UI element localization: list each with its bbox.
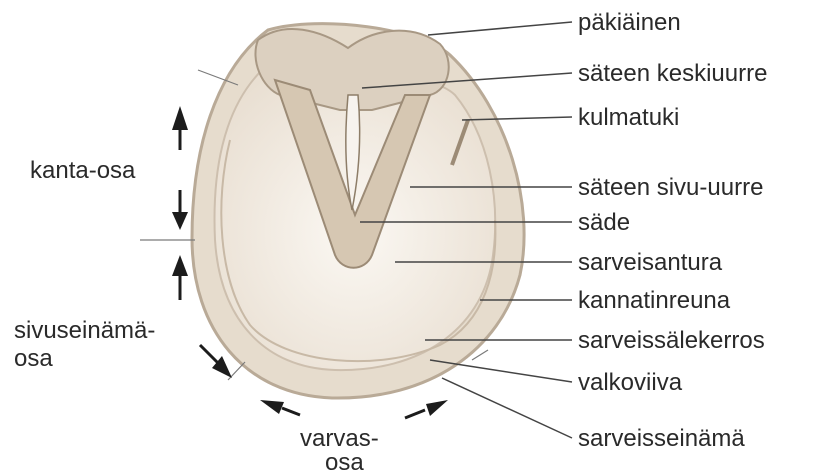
label-white-line: valkoviiva	[578, 369, 683, 396]
label-sole: sarveisantura	[578, 249, 723, 276]
label-hoof-wall: sarveisseinämä	[578, 425, 745, 452]
label-collateral-groove: säteen sivu-uurre	[578, 174, 763, 201]
label-bearing-edge: kannatinreuna	[578, 287, 731, 314]
label-side-wall-line1: sivuseinämä-	[14, 317, 155, 344]
label-laminar-layer: sarveissälekerros	[578, 327, 765, 354]
label-central-groove: säteen keskiuurre	[578, 60, 767, 87]
label-toe-line2: osa	[325, 449, 364, 474]
label-toe-line1: varvas-	[300, 425, 379, 452]
label-side-wall-line2: osa	[14, 345, 53, 372]
label-bar: kulmatuki	[578, 104, 679, 131]
label-pakiainen: päkiäinen	[578, 9, 681, 36]
label-frog: säde	[578, 209, 630, 236]
label-heel-region: kanta-osa	[30, 157, 136, 184]
